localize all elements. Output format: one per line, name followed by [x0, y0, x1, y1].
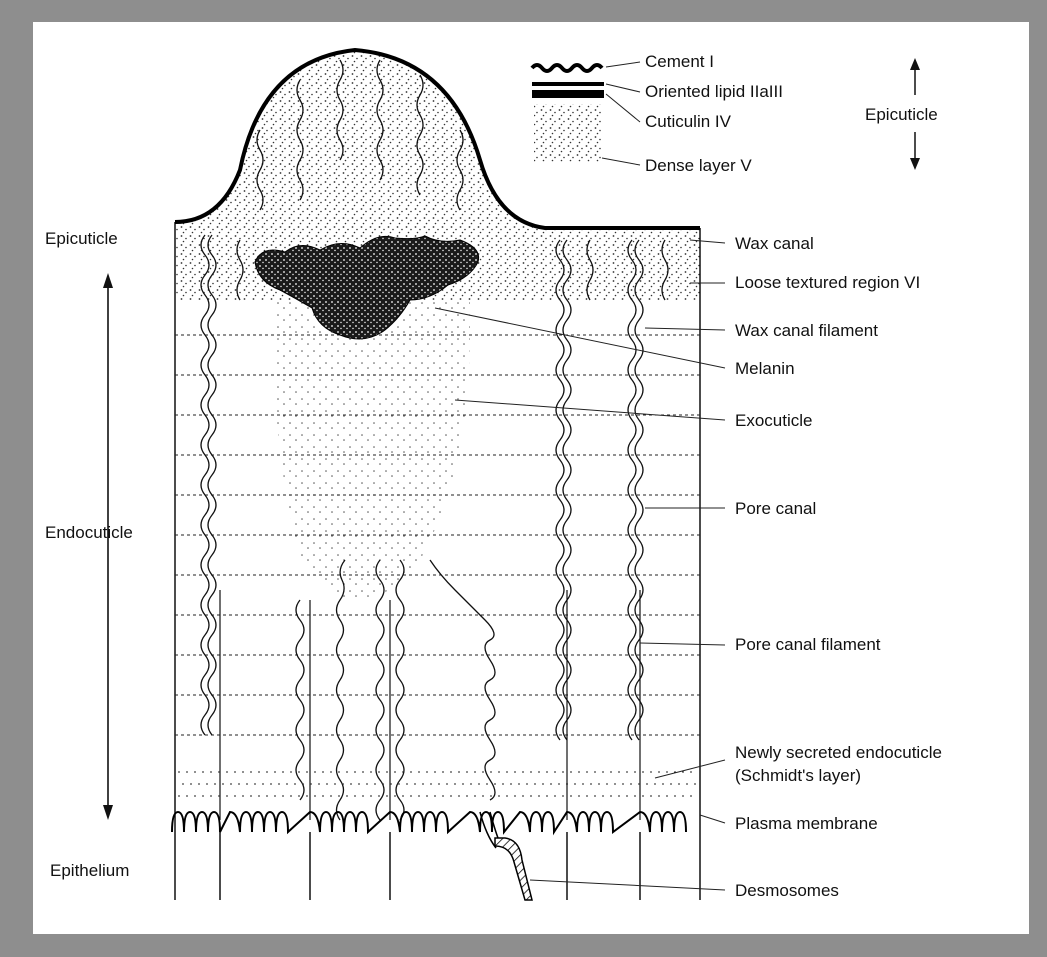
oriented-lipid-sample	[532, 82, 604, 86]
label-melanin: Melanin	[735, 359, 795, 378]
label-epicuticle-left: Epicuticle	[45, 229, 118, 248]
label-cuticulin: Cuticulin IV	[645, 112, 732, 131]
label-cement: Cement I	[645, 52, 714, 71]
label-pore-canal: Pore canal	[735, 499, 816, 518]
labels: Cement I Oriented lipid IIaIII Cuticulin…	[45, 52, 942, 900]
label-pore-canal-filament: Pore canal filament	[735, 635, 881, 654]
label-exocuticle: Exocuticle	[735, 411, 812, 430]
label-newly-secreted-1: Newly secreted endocuticle	[735, 743, 942, 762]
leader-lines	[435, 240, 725, 890]
label-loose-region: Loose textured region VI	[735, 273, 920, 292]
dense-layer-sample	[534, 104, 602, 162]
endocuticle-arrow	[103, 273, 113, 820]
label-plasma-membrane: Plasma membrane	[735, 814, 878, 833]
exocuticle-stipple	[274, 300, 470, 600]
label-endocuticle: Endocuticle	[45, 523, 133, 542]
pore-canal-filaments	[220, 590, 640, 820]
label-dense-layer: Dense layer V	[645, 156, 752, 175]
cuticulin-sample	[532, 90, 604, 98]
label-wax-canal-filament: Wax canal filament	[735, 321, 878, 340]
desmosome-band	[495, 838, 532, 900]
epithelium-cells	[220, 832, 640, 900]
cement-layer-sample	[532, 65, 602, 71]
schmidt-layer-dashes	[178, 772, 697, 796]
label-newly-secreted-2: (Schmidt's layer)	[735, 766, 861, 785]
label-epicuticle-inset: Epicuticle	[865, 105, 938, 124]
label-epithelium: Epithelium	[50, 861, 129, 880]
plasma-membrane	[172, 812, 686, 832]
label-oriented-lipid: Oriented lipid IIaIII	[645, 82, 783, 101]
cuticle-column	[172, 50, 700, 900]
label-desmosomes: Desmosomes	[735, 881, 839, 900]
label-wax-canal: Wax canal	[735, 234, 814, 253]
